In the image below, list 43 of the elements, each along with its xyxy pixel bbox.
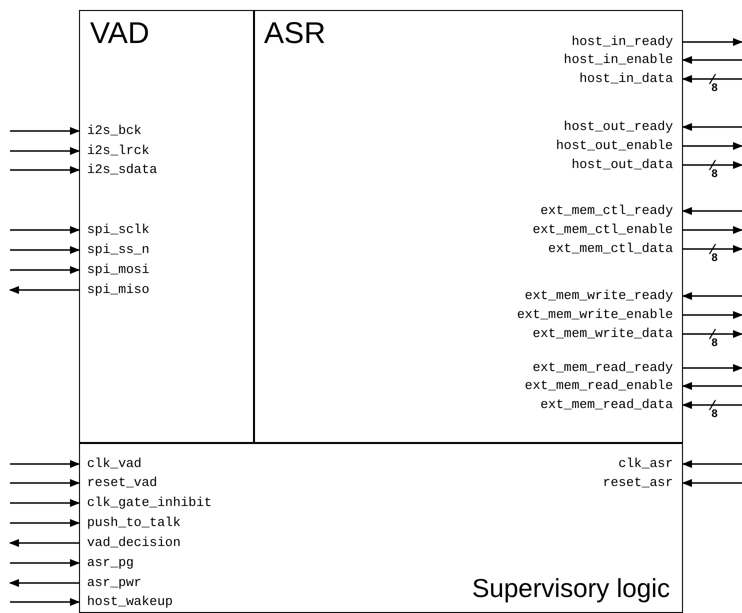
pin-label: host_out_enable: [556, 138, 673, 153]
edge-label: 8: [710, 253, 719, 264]
block-title: VAD: [90, 17, 150, 51]
block-title: ASR: [264, 17, 326, 51]
pin-label: ext_mem_ctl_data: [548, 241, 673, 256]
block-box: [253, 10, 683, 444]
pin-label: i2s_bck: [87, 123, 142, 138]
pin-label: reset_asr: [602, 475, 673, 490]
block-title: Supervisory logic: [472, 573, 670, 604]
edge-label: 8: [710, 409, 719, 420]
pin-label: ext_mem_write_enable: [516, 307, 673, 322]
pin-label: spi_miso: [87, 282, 150, 297]
pin-label: ext_mem_ctl_ready: [540, 203, 673, 218]
pin-label: host_out_data: [572, 157, 673, 172]
edge-label: 8: [710, 338, 719, 349]
pin-label: host_in_data: [579, 71, 673, 86]
pin-label: asr_pg: [87, 555, 134, 570]
pin-label: clk_asr: [618, 456, 673, 471]
pin-label: push_to_talk: [87, 515, 181, 530]
pin-label: i2s_lrck: [87, 143, 150, 158]
edge-label: 8: [710, 169, 719, 180]
pin-label: reset_vad: [87, 475, 158, 490]
pin-label: host_in_ready: [572, 34, 673, 49]
pin-label: host_wakeup: [87, 594, 173, 609]
pin-label: ext_mem_read_ready: [532, 360, 673, 375]
pin-label: clk_gate_inhibit: [87, 495, 212, 510]
edge-label: 8: [710, 83, 719, 94]
pin-label: host_in_enable: [564, 52, 673, 67]
pin-label: ext_mem_write_data: [532, 326, 673, 341]
pin-label: ext_mem_read_data: [540, 397, 673, 412]
pin-label: ext_mem_write_ready: [524, 288, 673, 303]
pin-label: spi_ss_n: [87, 242, 150, 257]
pin-label: clk_vad: [87, 456, 142, 471]
pin-label: i2s_sdata: [87, 162, 158, 177]
block-box: [79, 442, 683, 613]
block-box: [79, 10, 255, 444]
pin-label: asr_pwr: [87, 575, 142, 590]
pin-label: ext_mem_ctl_enable: [532, 222, 673, 237]
pin-label: host_out_ready: [564, 119, 673, 134]
pin-label: vad_decision: [87, 535, 181, 550]
pin-label: spi_sclk: [87, 222, 150, 237]
pin-label: ext_mem_read_enable: [524, 378, 673, 393]
pin-label: spi_mosi: [87, 262, 150, 277]
